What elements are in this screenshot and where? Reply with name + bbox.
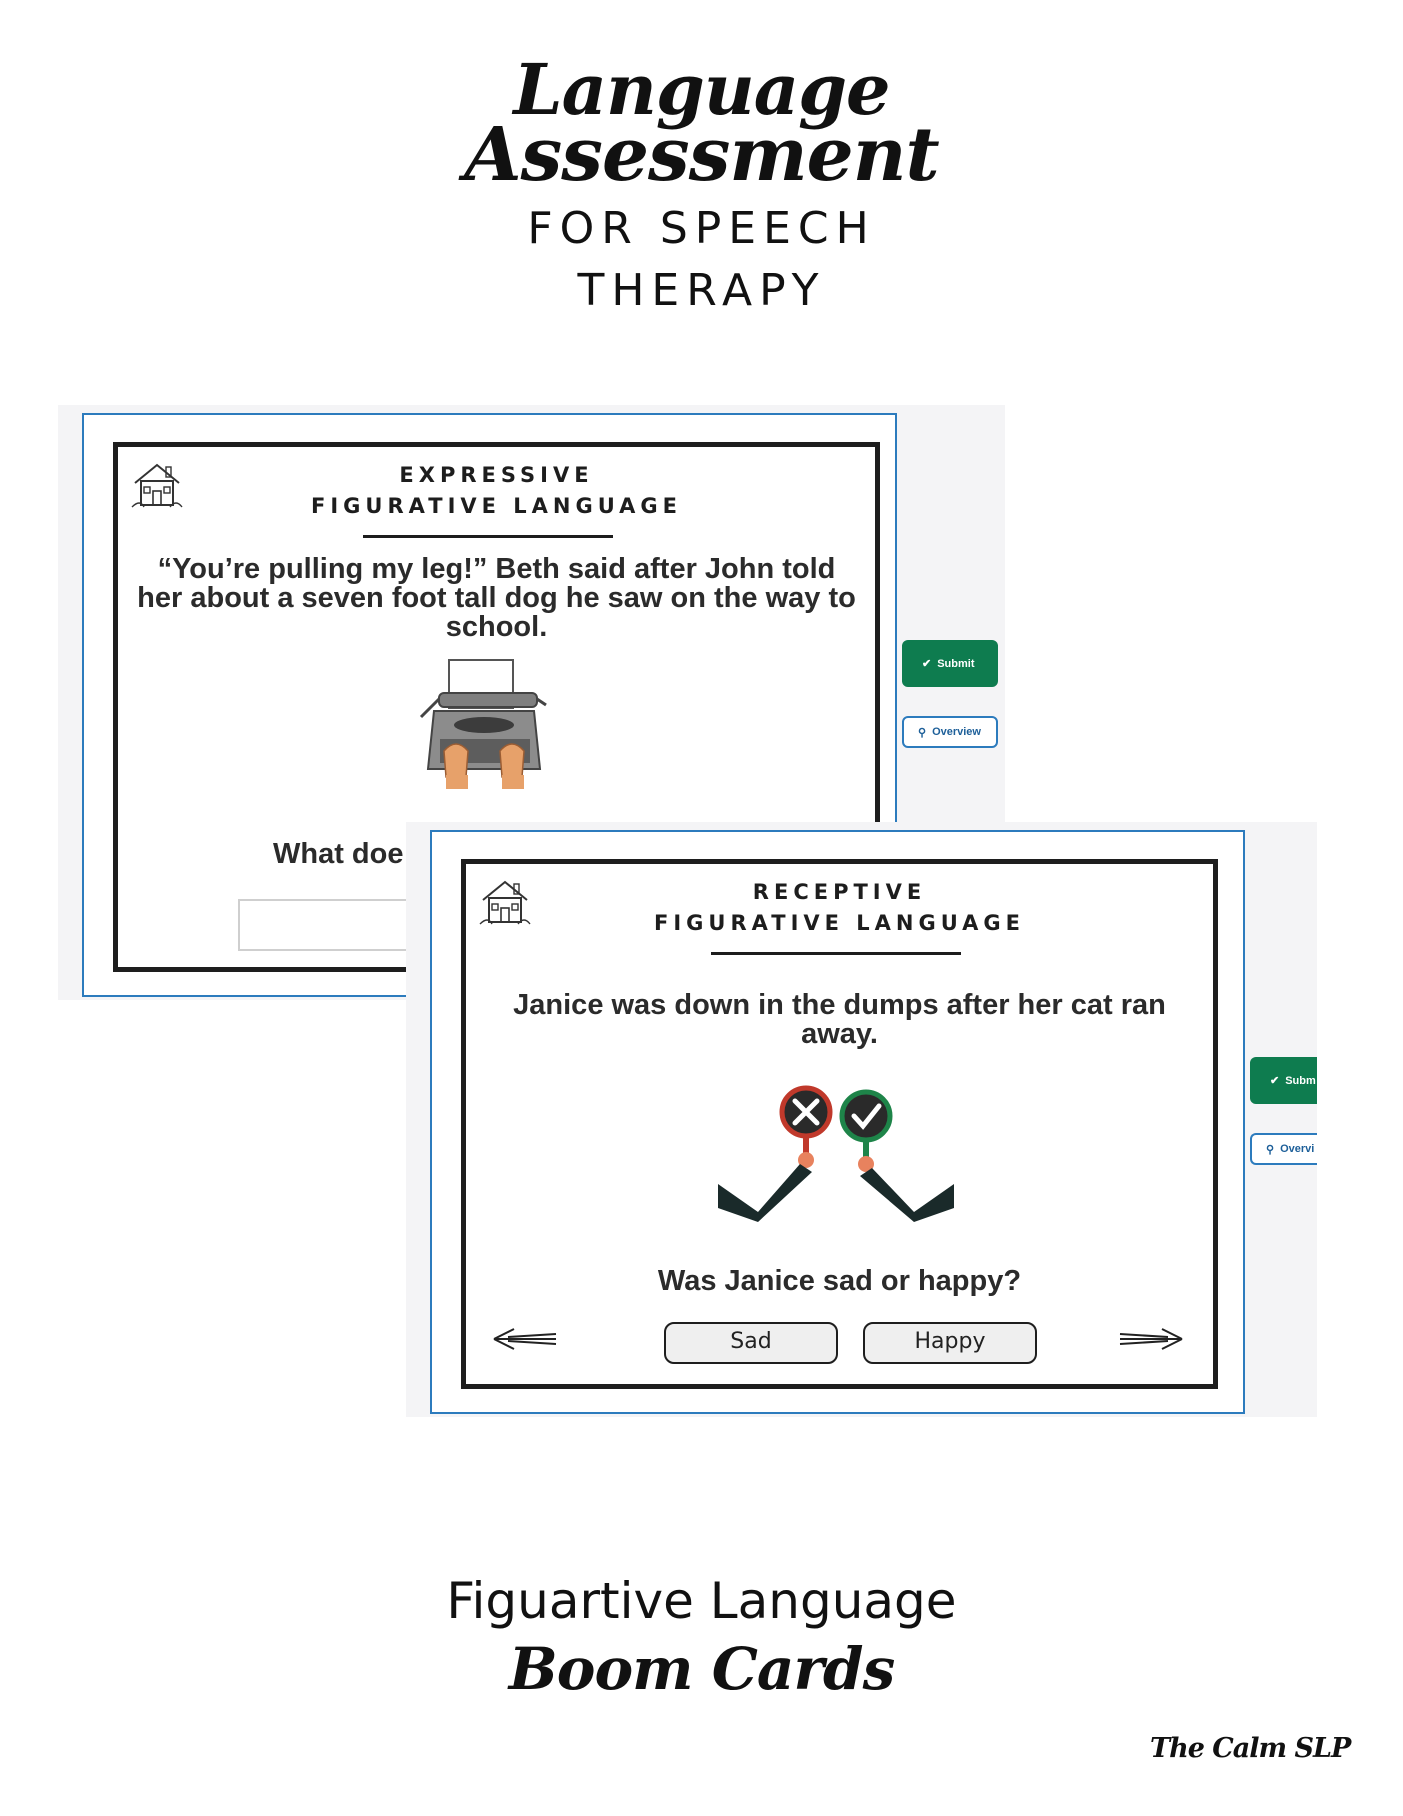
prompt-text: “You’re pulling my leg!” Beth said after… bbox=[137, 553, 856, 643]
question-text: Was Janice sad or happy? bbox=[657, 1265, 1022, 1297]
overview-label: Overvi bbox=[1280, 1143, 1315, 1155]
footer-title: Figuartive Language bbox=[446, 1572, 957, 1630]
next-arrow-icon[interactable] bbox=[1118, 1324, 1188, 1354]
screenshot-receptive: RECEPTIVE FIGURATIVE LANGUAGE Janice was… bbox=[406, 822, 1317, 1417]
header-subtitle-line1: FOR SPEECH bbox=[527, 203, 876, 254]
back-arrow-icon[interactable] bbox=[488, 1324, 558, 1354]
card-receptive: RECEPTIVE FIGURATIVE LANGUAGE Janice was… bbox=[461, 859, 1218, 1389]
submit-button[interactable]: ✔ Submit bbox=[902, 640, 998, 687]
prompt-text: Janice was down in the dumps after her c… bbox=[513, 989, 1166, 1050]
search-icon: ⚲ bbox=[918, 726, 927, 739]
title-underline bbox=[363, 535, 613, 538]
yes-no-paddles-icon bbox=[718, 1085, 954, 1222]
footer-subtitle: Boom Cards bbox=[508, 1635, 895, 1703]
choice-button-happy[interactable]: Happy bbox=[863, 1322, 1037, 1364]
card-title-line1: RECEPTIVE bbox=[752, 880, 927, 904]
card-title-line2: FIGURATIVE LANGUAGE bbox=[311, 494, 682, 518]
submit-button[interactable]: ✔ Subm bbox=[1250, 1057, 1317, 1104]
check-icon: ✔ bbox=[1270, 1075, 1280, 1087]
house-icon[interactable] bbox=[478, 878, 532, 928]
header-title-line1: Language bbox=[513, 48, 890, 131]
title-underline bbox=[711, 952, 961, 955]
card-title-line1: EXPRESSIVE bbox=[399, 463, 594, 487]
choice-button-sad[interactable]: Sad bbox=[664, 1322, 838, 1364]
submit-label: Subm bbox=[1285, 1074, 1316, 1087]
check-icon: ✔ bbox=[922, 658, 932, 670]
header-subtitle-line2: THERAPY bbox=[577, 265, 826, 316]
overview-label: Overview bbox=[932, 726, 981, 738]
brand-signature: The Calm SLP bbox=[1150, 1733, 1351, 1764]
question-text: What doe bbox=[273, 838, 404, 870]
overview-button[interactable]: ⚲ Overvi bbox=[1250, 1133, 1317, 1165]
screenshot-expressive: EXPRESSIVE FIGURATIVE LANGUAGE “You’re p… bbox=[58, 405, 1005, 1000]
submit-label: Submit bbox=[937, 657, 975, 670]
house-icon[interactable] bbox=[130, 461, 184, 511]
header-title-line2: Assessment bbox=[464, 112, 940, 198]
card-title-line2: FIGURATIVE LANGUAGE bbox=[654, 911, 1025, 935]
typewriter-icon bbox=[419, 659, 547, 789]
overview-button[interactable]: ⚲ Overview bbox=[902, 716, 998, 748]
search-icon: ⚲ bbox=[1266, 1143, 1275, 1156]
